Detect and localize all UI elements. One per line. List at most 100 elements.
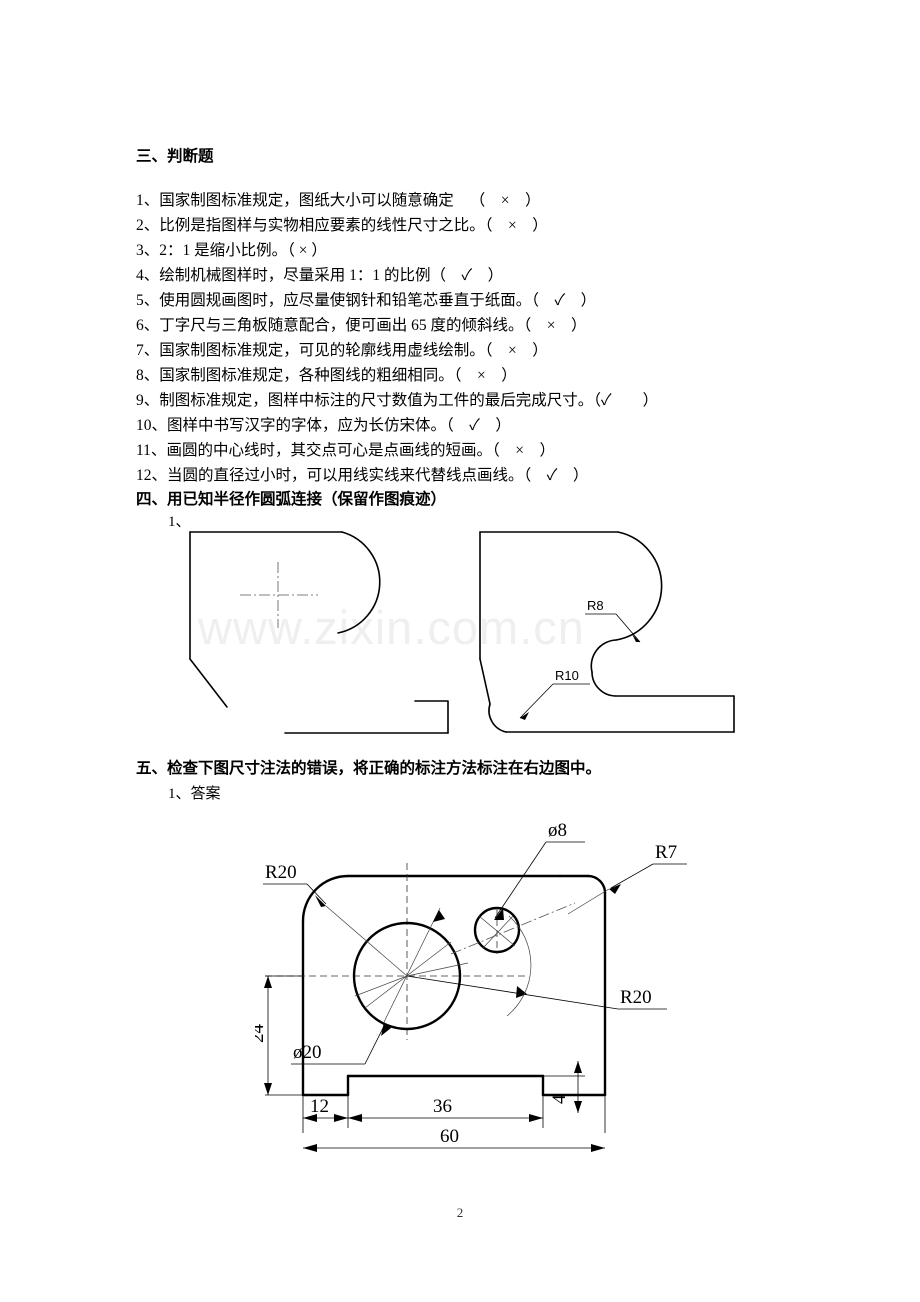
- arc-connection-answer-figure: R8 R10: [468, 520, 758, 745]
- right-shape-svg: R8 R10: [479, 531, 735, 733]
- item-answer: （ ✓ ）: [446, 417, 511, 434]
- dia20-leader: [364, 1023, 386, 1065]
- r20-mr-leader: [406, 975, 619, 1010]
- label-4: 4: [549, 1094, 570, 1104]
- true-false-item-8: 8、国家制图标准规定，各种图线的粗细相同。（ × ）: [136, 363, 517, 385]
- item-number: 10、: [136, 417, 168, 434]
- r20-mr-construction-arc: [506, 915, 532, 1017]
- label-r10: R10: [555, 668, 579, 683]
- item-answer: （ × ）: [287, 242, 327, 259]
- true-false-item-2: 2、比例是指图样与实物相应要素的线性尺寸之比。（ × ）: [136, 213, 548, 235]
- bore-radius-line: [406, 962, 469, 977]
- true-false-item-10: 10、图样中书写汉字的字体，应为长仿宋体。（ ✓ ）: [136, 413, 511, 435]
- true-false-item-5: 5、使用圆规画图时，应尽量使钢针和铅笔芯垂直于纸面。（ ✓ ）: [136, 288, 596, 310]
- r7-leader: [610, 863, 654, 889]
- dim12-arrow-right: [334, 1114, 348, 1122]
- dim12-arrow-left: [303, 1114, 317, 1122]
- item-text: 使用圆规画图时，应尽量使钢针和铅笔芯垂直于纸面。: [159, 292, 532, 309]
- item-number: 9、: [136, 392, 160, 409]
- concave-r8-arc: [590, 639, 617, 673]
- bottom-step-edge: [414, 700, 449, 734]
- right-arc: [337, 531, 381, 634]
- item-text: 国家制图标准规定，图纸大小可以随意确定: [159, 192, 454, 209]
- main-bore-circle: [352, 921, 462, 1031]
- r8-leader-line: [615, 613, 641, 643]
- item-answer: （ × ）: [484, 217, 548, 234]
- dim36-arrow-left: [348, 1114, 362, 1122]
- true-false-item-9: 9、制图标准规定，图样中标注的尺寸数值为工件的最后完成尺寸。（✓ ）: [136, 388, 658, 410]
- label-60: 60: [440, 1126, 459, 1147]
- item-number: 4、: [136, 267, 160, 284]
- section-four-sub-number: 1、: [168, 514, 191, 530]
- r20-ul-leader: [306, 883, 327, 905]
- item-answer: （ × ）: [491, 442, 555, 459]
- label-dia8: ø8: [548, 820, 567, 841]
- dia20-arrow: [381, 1022, 391, 1036]
- r10-arrow-head: [520, 712, 529, 720]
- item-text: 图样中书写汉字的字体，应为长仿宋体。: [167, 417, 447, 434]
- r8-arrow-head: [632, 634, 640, 642]
- dim4-arrow-top: [574, 1061, 582, 1073]
- item-answer: （ × ）: [469, 192, 541, 209]
- true-false-item-1: 1、国家制图标准规定，图纸大小可以随意确定 （ × ）: [136, 188, 541, 210]
- true-false-item-7: 7、国家制图标准规定，可见的轮廓线用虚线绘制。（ × ）: [136, 338, 548, 360]
- dia8-leader: [494, 841, 547, 919]
- dim24-arrow-top: [264, 976, 272, 988]
- left-shape-svg: [189, 531, 449, 734]
- lower-right-arc: [591, 671, 617, 697]
- label-24: 24: [255, 1024, 268, 1044]
- page-number: 2: [456, 1205, 464, 1220]
- section-three-heading: 三、判断题: [136, 148, 214, 165]
- item-number: 7、: [136, 342, 160, 359]
- label-r7: R7: [655, 842, 677, 863]
- section-four-heading: 四、用已知半径作圆弧连接（保留作图痕迹）: [136, 491, 447, 508]
- item-text: 国家制图标准规定，可见的轮廓线用虚线绘制。: [159, 342, 485, 359]
- label-r20-upper-left: R20: [265, 862, 297, 883]
- item-answer: （ × ）: [523, 317, 587, 334]
- r20-ul-arrow: [315, 895, 326, 907]
- true-false-item-11: 11、画圆的中心线时，其交点可心是点画线的短画。（ × ）: [136, 438, 555, 460]
- small-hole-cross-a: [478, 915, 516, 947]
- r7-radius-line: [567, 888, 610, 915]
- outline-upper-left-r20-arc: [301, 874, 350, 923]
- label-r20-middle-right: R20: [620, 987, 652, 1008]
- item-text: 画圆的中心线时，其交点可心是点画线的短画。: [166, 442, 492, 459]
- bracket-svg: R20 ø8 R7 R: [255, 820, 687, 1152]
- outline-upper-right-r7-arc: [586, 874, 607, 895]
- item-text: 绘制机械图样时，尽量采用 1：1 的比例: [159, 267, 431, 284]
- bore-radius-line-2: [354, 975, 408, 997]
- item-number: 6、: [136, 317, 160, 334]
- item-number: 1、: [136, 192, 160, 209]
- dimensioned-bracket-drawing: R20 ø8 R7 R: [255, 818, 725, 1168]
- label-r8: R8: [587, 598, 604, 613]
- item-answer: （✓ ）: [593, 392, 659, 409]
- arc-connection-problem-figure: [170, 520, 470, 745]
- bore-construction-arrow: [433, 910, 445, 922]
- bore-construction-a: [383, 907, 441, 1023]
- label-dia20: ø20: [293, 1042, 322, 1063]
- chamfer-edge: [189, 658, 228, 708]
- item-text: 2：1 是缩小比例。: [159, 242, 288, 259]
- section-five-sub-number: 1、答案: [168, 786, 221, 802]
- dia8-arrow: [494, 908, 504, 920]
- item-number: 3、: [136, 242, 160, 259]
- r10-leader-line: [519, 683, 554, 719]
- small-hole-cross-b: [482, 915, 514, 949]
- item-text: 比例是指图样与实物相应要素的线性尺寸之比。: [159, 217, 485, 234]
- small-hole-inclined-center-line: [450, 902, 576, 955]
- item-text: 当圆的直径过小时，可以用线实线来代替线点画线。: [167, 467, 524, 484]
- item-number: 8、: [136, 367, 160, 384]
- section-five-heading: 五、检查下图尺寸注法的错误，将正确的标注方法标注在右边图中。: [136, 760, 602, 777]
- true-false-item-4: 4、绘制机械图样时，尽量采用 1：1 的比例（ ✓ ）: [136, 263, 503, 285]
- upper-right-arc: [615, 531, 663, 641]
- r20-ul-radius-line: [325, 905, 408, 977]
- item-number: 2、: [136, 217, 160, 234]
- item-text: 制图标准规定，图样中标注的尺寸数值为工件的最后完成尺寸。: [159, 392, 594, 409]
- item-answer: （ ✓ ）: [430, 267, 504, 284]
- item-text: 丁字尺与三角板随意配合，便可画出 65 度的倾斜线。: [159, 317, 524, 334]
- item-number: 11、: [136, 442, 167, 459]
- r20-mr-arrow: [516, 986, 527, 998]
- r10-corner-arc: [488, 703, 507, 733]
- true-false-item-3: 3、2：1 是缩小比例。（ × ）: [136, 238, 327, 260]
